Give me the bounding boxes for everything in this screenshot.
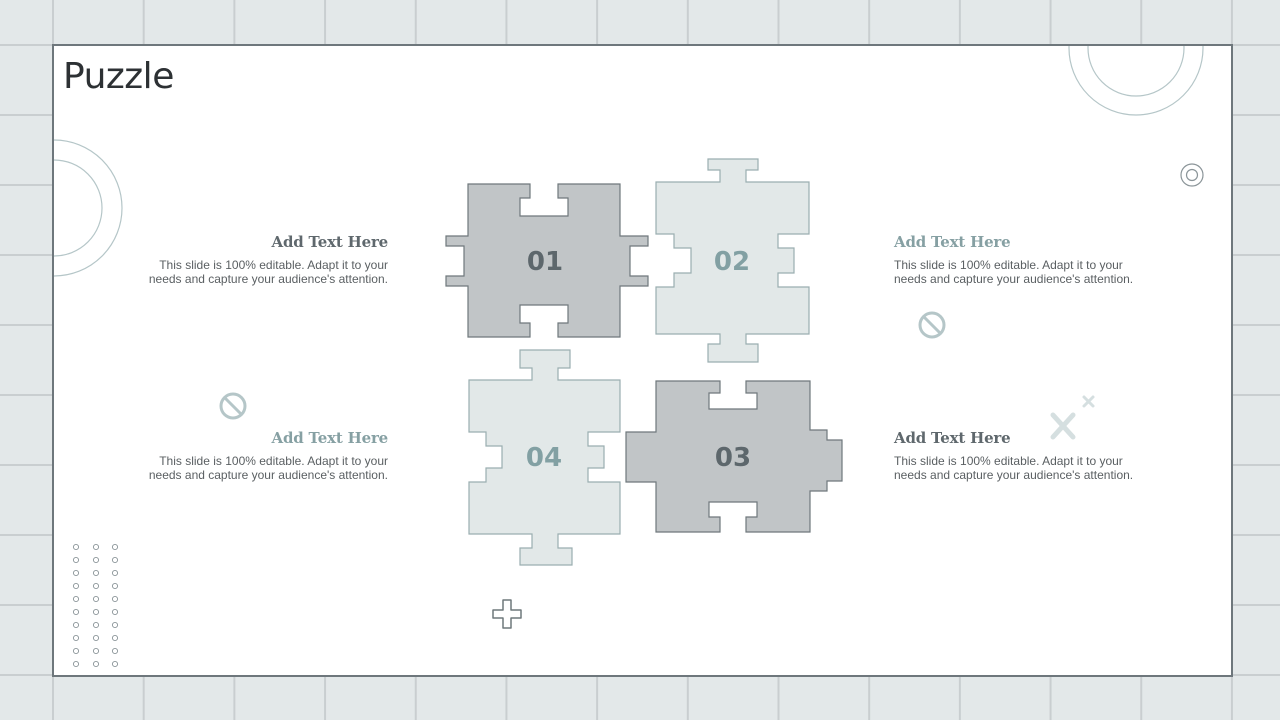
piece-number: 04 <box>526 443 562 473</box>
grid-dot <box>111 634 119 642</box>
grid-dot <box>92 569 100 577</box>
grid-dot <box>111 660 119 668</box>
grid-dot <box>92 608 100 616</box>
grid-dot <box>92 556 100 564</box>
grid-dot <box>111 556 119 564</box>
dot-grid-icon <box>72 543 119 668</box>
text-block-body: This slide is 100% editable. Adapt it to… <box>894 454 1134 482</box>
puzzle-piece-03[interactable]: 03 <box>625 380 843 533</box>
grid-dot <box>111 647 119 655</box>
grid-dot <box>72 647 80 655</box>
text-block-heading: Add Text Here <box>894 429 1011 447</box>
grid-dot <box>72 595 80 603</box>
slide-title: Puzzle <box>63 56 174 97</box>
piece-number: 02 <box>714 247 750 277</box>
cross-icon <box>1082 395 1095 408</box>
text-block-bottom-left: Add Text Here This slide is 100% editabl… <box>138 429 388 482</box>
prohibit-icon <box>918 311 946 339</box>
puzzle-piece-01[interactable]: 01 <box>445 183 649 338</box>
grid-dot <box>111 621 119 629</box>
grid-dot <box>72 621 80 629</box>
grid-dot <box>92 582 100 590</box>
grid-dot <box>72 543 80 551</box>
text-block-body: This slide is 100% editable. Adapt it to… <box>894 258 1134 286</box>
slide: Puzzle <box>52 44 1233 677</box>
puzzle-graphic: 01 02 04 03 <box>54 46 1204 668</box>
grid-dot <box>72 556 80 564</box>
text-block-bottom-right: Add Text Here This slide is 100% editabl… <box>894 429 1144 482</box>
text-block-body: This slide is 100% editable. Adapt it to… <box>148 454 388 482</box>
text-block-heading: Add Text Here <box>271 233 389 251</box>
grid-dot <box>111 582 119 590</box>
puzzle-piece-02[interactable]: 02 <box>655 158 810 363</box>
puzzle-piece-04[interactable]: 04 <box>468 349 621 566</box>
text-block-top-right: Add Text Here This slide is 100% editabl… <box>894 233 1144 286</box>
text-block-heading: Add Text Here <box>894 233 1011 251</box>
target-icon <box>1180 163 1204 187</box>
cross-icon <box>1050 412 1076 440</box>
text-block-heading: Add Text Here <box>271 429 389 447</box>
grid-dot <box>92 647 100 655</box>
grid-dot <box>72 608 80 616</box>
grid-dot <box>72 660 80 668</box>
grid-dot <box>92 543 100 551</box>
grid-dot <box>92 595 100 603</box>
grid-dot <box>111 595 119 603</box>
grid-dot <box>72 569 80 577</box>
grid-dot <box>111 543 119 551</box>
grid-dot <box>92 621 100 629</box>
prohibit-icon <box>219 392 247 420</box>
circle-outline-icon <box>54 46 1204 277</box>
text-block-body: This slide is 100% editable. Adapt it to… <box>148 258 388 286</box>
grid-dot <box>72 634 80 642</box>
grid-dot <box>111 608 119 616</box>
grid-dot <box>92 660 100 668</box>
grid-dot <box>72 582 80 590</box>
grid-dot <box>111 569 119 577</box>
grid-dot <box>92 634 100 642</box>
plus-icon <box>492 599 522 629</box>
piece-number: 03 <box>715 443 751 473</box>
text-block-top-left: Add Text Here This slide is 100% editabl… <box>138 233 388 286</box>
piece-number: 01 <box>527 247 563 277</box>
